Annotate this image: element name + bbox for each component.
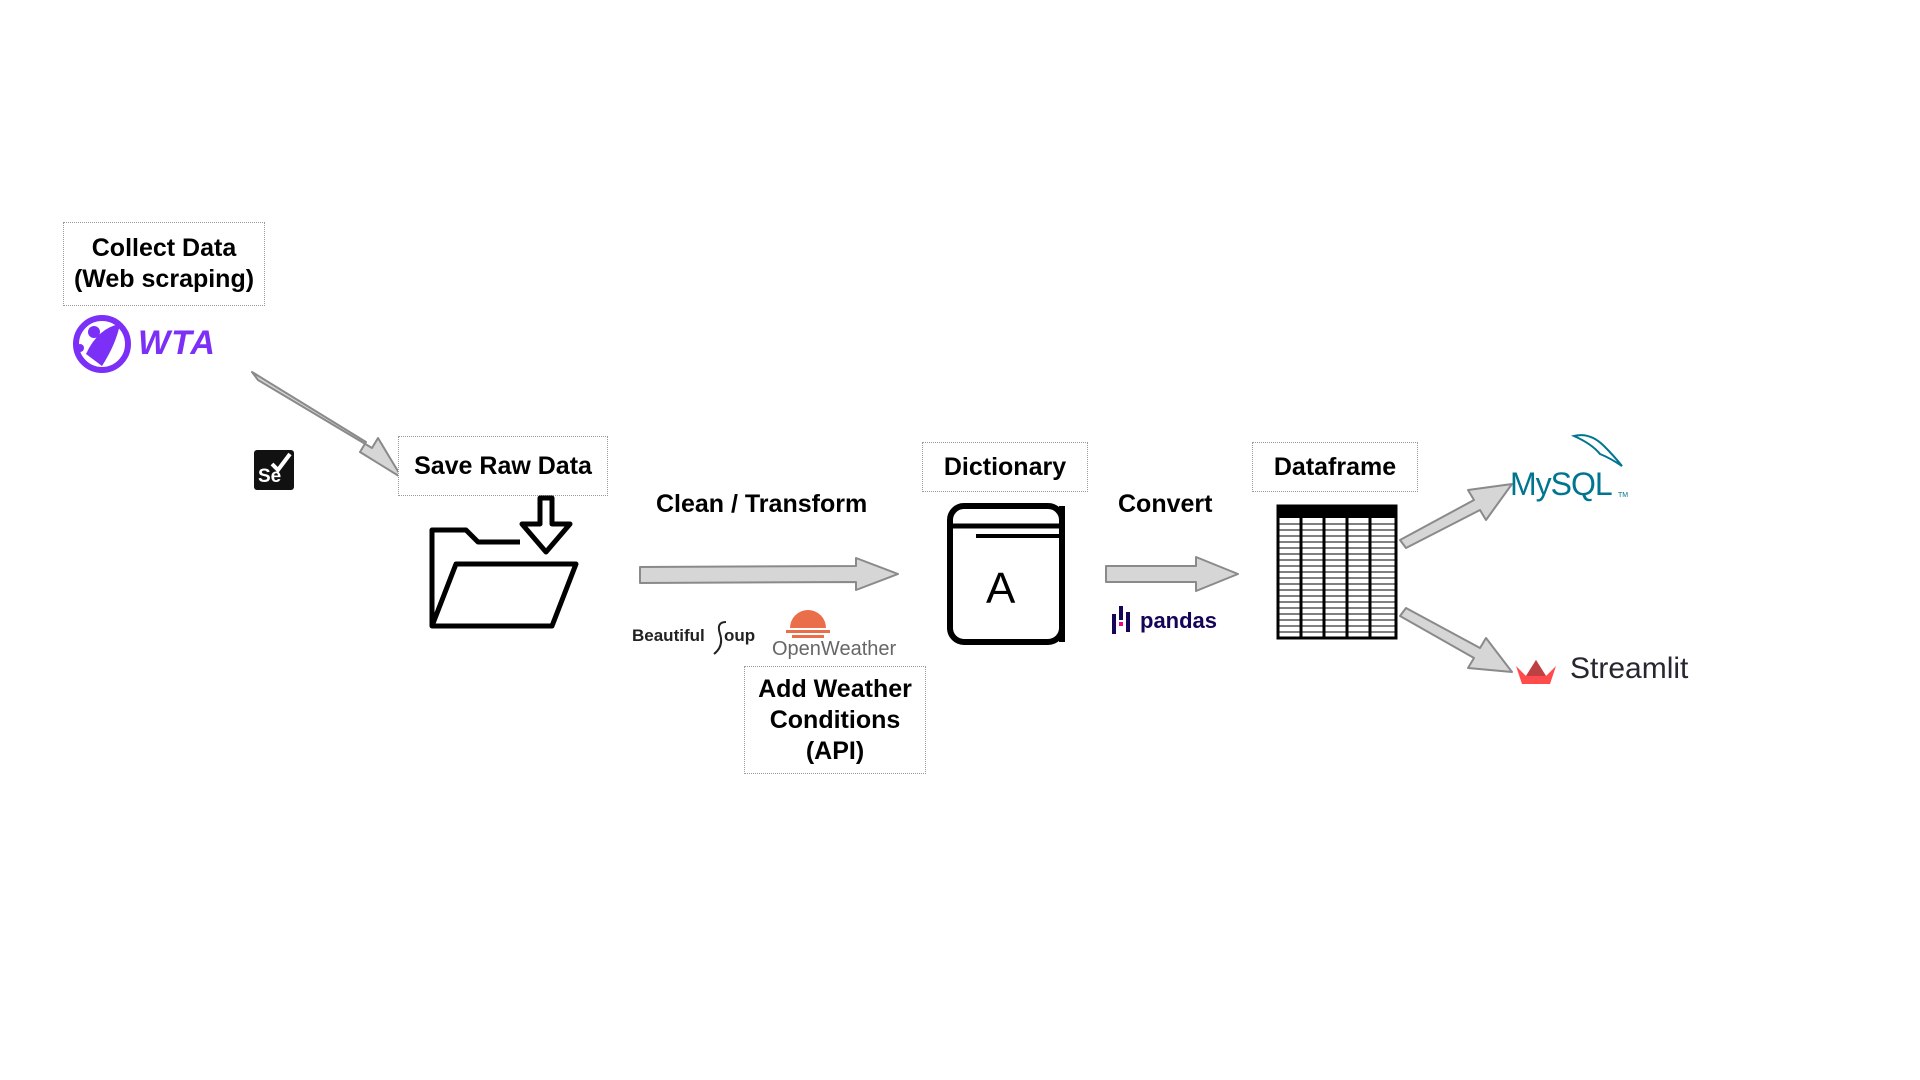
save-raw-data-box: Save Raw Data [398,436,608,496]
arrow-convert [1105,556,1239,592]
streamlit-text: Streamlit [1570,652,1689,685]
book-letter: A [986,564,1016,613]
mysql-logo: MySQL TM [1510,430,1630,502]
collect-data-line1: Collect Data [91,234,237,262]
beautifulsoup-text: Beautiful [632,626,705,645]
selenium-text: Se [258,466,282,487]
convert-label: Convert [1118,490,1213,518]
selenium-logo: Se [254,450,294,490]
streamlit-crown-icon [1516,660,1556,684]
arrow-to-mysql [1399,483,1513,549]
book-icon: A [946,502,1066,646]
folder-download-icon [424,495,584,632]
dataframe-box: Dataframe [1252,442,1418,492]
wta-logo: WTA [72,310,242,376]
checkmark-icon [270,452,292,474]
dictionary-box: Dictionary [922,442,1088,492]
wta-text: WTA [138,324,216,362]
mysql-tm: TM [1618,492,1629,499]
dataframe-label: Dataframe [1273,452,1397,481]
pandas-logo: pandas [1110,604,1240,638]
mysql-text: MySQL [1510,466,1613,502]
collect-data-box: Collect Data (Web scraping) [63,222,265,306]
pandas-bars-icon [1112,606,1130,634]
beautifulsoup-text2: oup [724,626,756,645]
arrow-collect-to-save [251,371,403,479]
openweather-logo: OpenWeather [768,606,908,662]
sun-icon [786,610,830,638]
dictionary-label: Dictionary [943,452,1067,481]
add-weather-line2: Conditions [769,705,901,734]
collect-data-line2: (Web scraping) [73,265,255,293]
clean-transform-label: Clean / Transform [656,490,868,518]
arrow-clean-transform [639,557,899,591]
save-raw-data-label: Save Raw Data [414,451,592,480]
openweather-text: OpenWeather [772,638,897,660]
wta-player-icon [73,315,131,373]
beautifulsoup-logo: Beautiful oup [632,618,762,658]
add-weather-line3: (API) [805,736,865,765]
arrow-to-streamlit [1399,607,1513,673]
pandas-text: pandas [1140,608,1218,633]
soup-s-icon [713,621,727,655]
dolphin-icon [1570,434,1623,467]
add-weather-box: Add Weather Conditions (API) [744,666,926,774]
streamlit-logo: Streamlit [1514,650,1704,690]
table-icon [1276,504,1398,640]
add-weather-line1: Add Weather [758,674,912,703]
